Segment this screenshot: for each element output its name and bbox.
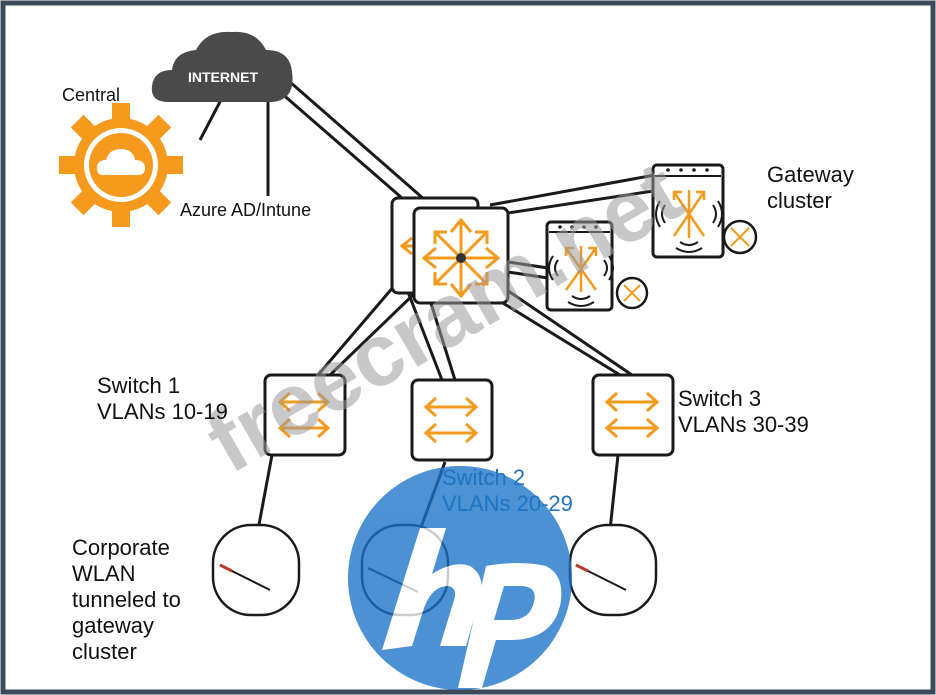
core-switch-icon — [390, 196, 510, 305]
hp-logo: hp — [348, 466, 572, 690]
access-point-3-icon — [568, 523, 658, 617]
gateway-1-icon — [545, 220, 649, 312]
internet-label: INTERNET — [188, 69, 258, 85]
central-gear-icon — [59, 103, 183, 227]
access-point-1-icon — [211, 523, 301, 617]
switch-1-icon — [263, 373, 347, 457]
internet-cloud-icon — [151, 31, 293, 102]
azure-label: Azure AD/Intune — [180, 200, 312, 220]
gateway-cluster-label: Gateway cluster — [767, 162, 854, 213]
connection-lines — [198, 80, 661, 531]
switch-3-icon — [591, 373, 675, 457]
switch-3-label: Switch 3 VLANs 30-39 — [678, 386, 809, 437]
corporate-wlan-label: Corporate WLAN tunneled to gateway clust… — [72, 535, 181, 664]
switch-2-label: Switch 2 VLANs 20-29 — [442, 465, 573, 516]
switch-1-label: Switch 1 VLANs 10-19 — [97, 373, 228, 424]
central-label: Central — [62, 85, 121, 105]
switch-2-icon — [410, 378, 494, 462]
gateway-2-icon — [651, 163, 758, 259]
